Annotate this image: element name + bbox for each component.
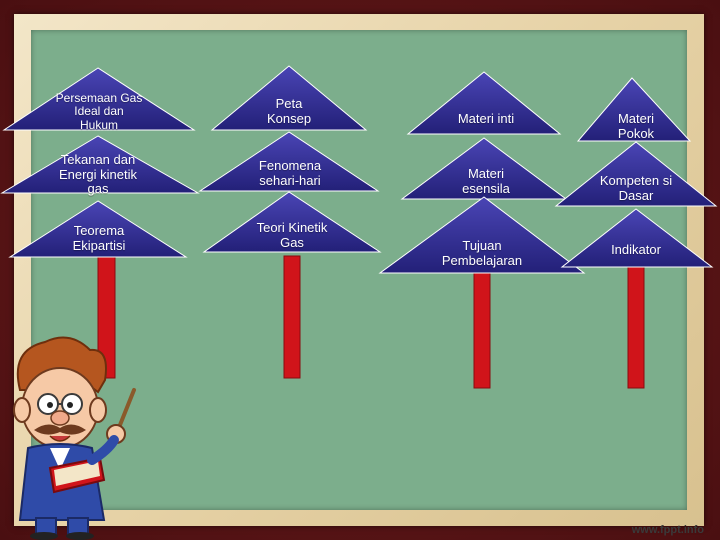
tree-trunk-col4: [627, 264, 645, 389]
label-tekanan-energi-kinetik: Tekanan dan Energi kinetik gas: [58, 152, 138, 197]
tree-layer-col3-top: [406, 71, 562, 135]
label-materi-inti: Materi inti: [457, 111, 515, 126]
tree-layer-col1-top: [2, 67, 196, 131]
label-fenomena-sehari-hari: Fenomena sehari-hari: [258, 158, 322, 188]
tree-layer-col4-top: [576, 77, 692, 142]
tree-layer-col1-bottom: [8, 200, 188, 258]
tree-layer-col4-mid: [554, 141, 718, 207]
tree-trunk-col3: [473, 271, 491, 389]
footer-watermark: www.fppt.info: [631, 524, 704, 536]
label-teori-kinetik-gas: Teori Kinetik Gas: [256, 220, 328, 250]
label-peta-konsep: Peta Konsep: [266, 96, 312, 126]
tree-layer-col2-mid: [198, 131, 380, 192]
label-persemaan-gas-ideal: Persemaan Gas Ideal dan Hukum: [55, 91, 143, 132]
tree-layer-col3-bottom: [378, 196, 586, 274]
tree-trunk-col2: [283, 255, 301, 379]
label-materi-pokok: Materi Pokok: [617, 111, 655, 141]
tree-layer-col4-bottom: [560, 208, 714, 268]
tree-layer-col1-mid: [0, 135, 200, 194]
teacher-with-book-icon: [13, 336, 136, 540]
label-kompetensi-dasar: Kompeten si Dasar: [599, 173, 673, 203]
label-materi-esensila: Materi esensila: [462, 166, 510, 196]
tree-layer-col2-bottom: [202, 191, 382, 253]
tree-layer-col2-top: [210, 65, 368, 131]
label-teorema-ekipartisi: Teorema Ekipartisi: [72, 223, 126, 253]
label-indikator: Indikator: [611, 242, 661, 257]
label-tujuan-pembelajaran: Tujuan Pembelajaran: [441, 238, 523, 268]
